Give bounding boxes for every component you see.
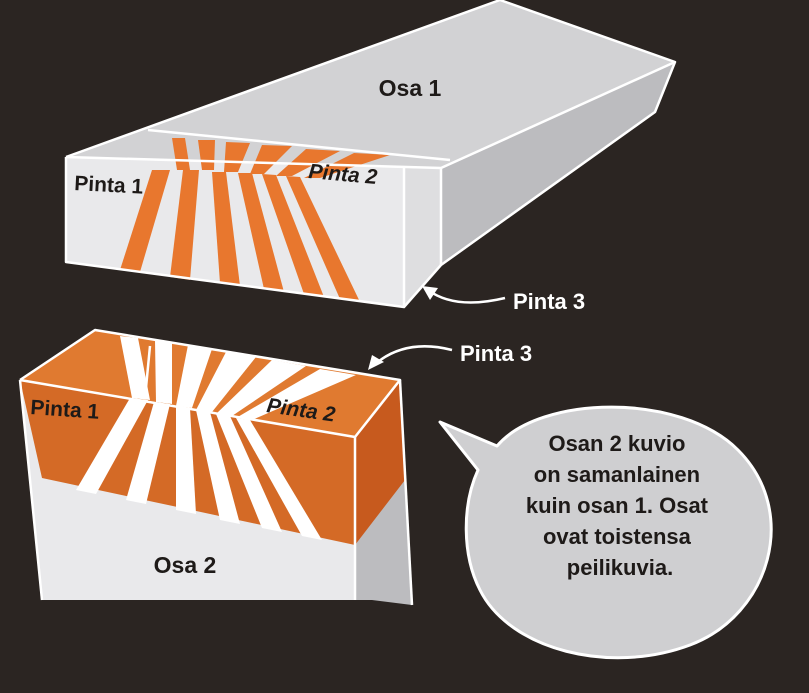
callout-pinta-3-upper: Pinta 3 [513, 289, 585, 314]
block-1: Osa 1 Pinta 1 Pinta 2 [64, 0, 677, 309]
edge [18, 379, 44, 601]
stripe [155, 340, 172, 404]
block-2-edges [18, 328, 414, 606]
bubble-line: ovat toistensa [543, 524, 692, 549]
block-1-front-edge [404, 168, 441, 307]
stripe [76, 398, 148, 494]
block-2-surface-2-stripes [120, 336, 356, 420]
callout-lower: Pinta 3 [368, 341, 532, 370]
stripe [120, 170, 170, 272]
speech-bubble: Osan 2 kuvio on samanlainen kuin osan 1.… [438, 405, 773, 660]
edge [398, 379, 414, 606]
callout-lower-arrowhead [368, 355, 384, 370]
speech-bubble-shape [438, 405, 773, 660]
stripe [250, 145, 292, 174]
stripe [286, 176, 360, 302]
stripe [176, 406, 196, 514]
block-1-edges [64, 0, 677, 309]
stripe [216, 360, 306, 416]
stripe [212, 172, 240, 286]
block-2-surface-1-stripes [76, 398, 322, 540]
stripe [170, 170, 199, 280]
stripe [276, 149, 340, 176]
block-2: Osa 2 Pinta 1 Pinta 2 [18, 328, 414, 606]
block-2-surface-1-label: Pinta 1 [30, 396, 101, 424]
stripe [196, 410, 240, 524]
block-1-surface-1-label: Pinta 1 [74, 172, 144, 199]
stripe [262, 174, 324, 297]
bubble-line: on samanlainen [534, 462, 700, 487]
callout-upper: Pinta 3 [422, 286, 585, 314]
block-2-label: Osa 2 [154, 552, 217, 578]
callout-upper-arrow [427, 288, 506, 304]
stripe [198, 140, 215, 170]
edge [64, 0, 677, 309]
stripe [216, 414, 282, 532]
bubble-line: peilikuvia. [567, 555, 673, 580]
stripe [224, 142, 250, 172]
block-1-surface-1-stripes [120, 170, 360, 302]
stripe [120, 336, 150, 400]
stripe [176, 345, 212, 408]
bubble-line: Osan 2 kuvio [548, 431, 685, 456]
block-1-label: Osa 1 [379, 75, 442, 101]
callout-upper-arrowhead [422, 286, 438, 300]
block-1-top-face [66, 0, 675, 168]
stripe [238, 173, 284, 292]
stripe [172, 138, 190, 170]
stripe [126, 402, 170, 504]
stripe [236, 418, 322, 540]
bubble-line: kuin osan 1. Osat [526, 493, 709, 518]
stripe [196, 352, 256, 412]
callout-lower-arrow [373, 345, 453, 366]
callout-pinta-3-lower: Pinta 3 [460, 341, 532, 366]
block-1-side-face [441, 62, 675, 265]
stripe [236, 369, 356, 420]
edge [143, 345, 152, 399]
edge [147, 128, 451, 162]
speech-bubble-text: Osan 2 kuvio on samanlainen kuin osan 1.… [526, 431, 714, 580]
